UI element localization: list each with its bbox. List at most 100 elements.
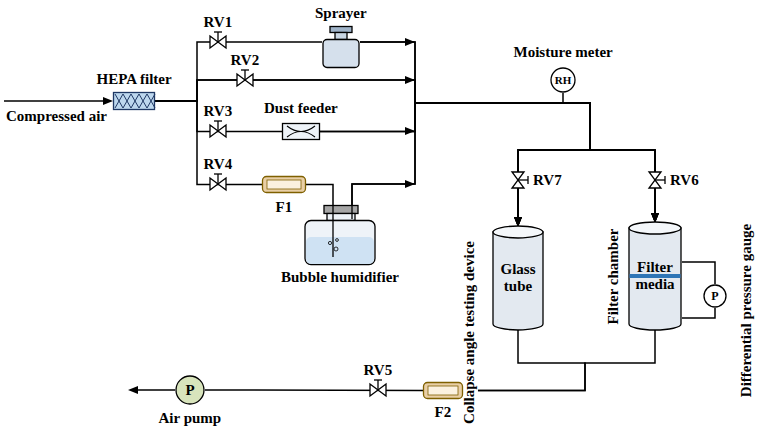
node-heading: Sprayer <box>315 5 367 22</box>
shape-outline <box>123 94 131 108</box>
valve-symbol <box>377 380 378 390</box>
pipe-connector <box>360 42 590 226</box>
valve-symbol <box>217 121 218 131</box>
valve-symbol <box>217 32 218 42</box>
node-heading: Dust feeder <box>264 100 338 117</box>
shape-outline <box>323 40 359 68</box>
shape-outline <box>322 26 360 68</box>
valve-label: RV1 <box>204 14 233 31</box>
pipe-connector <box>320 103 590 226</box>
pipe-connector <box>682 262 715 284</box>
air-pump: PAir pump <box>175 375 205 405</box>
valve-label: RV2 <box>231 52 260 69</box>
pipe-connector <box>155 42 322 101</box>
arrowhead <box>405 180 415 188</box>
meter-stem <box>562 93 564 103</box>
valve-symbol <box>214 120 222 121</box>
node-heading: Differential pressure gauge <box>738 221 755 398</box>
valve-label: RV5 <box>364 362 393 379</box>
valve-symbol <box>210 32 226 48</box>
arrowhead <box>405 127 415 135</box>
shape-outline <box>287 126 315 137</box>
arrowhead <box>405 76 415 84</box>
gauge-pipe <box>682 308 715 318</box>
valve-symbol <box>214 31 222 32</box>
node-text: P <box>175 375 205 405</box>
pipe-connector <box>155 101 282 132</box>
shape-outline <box>147 94 155 108</box>
node-heading: Moisture meter <box>514 44 613 61</box>
flow-arrows <box>4 38 715 394</box>
filter-f1: F1 <box>262 176 306 193</box>
shape-outline <box>176 376 204 404</box>
valve-label: RV3 <box>204 103 233 120</box>
pipe-connector <box>306 185 333 206</box>
shape-outline <box>629 222 681 234</box>
valve-symbol <box>210 121 226 137</box>
shape-outline <box>282 123 320 140</box>
node-text: P <box>703 284 727 308</box>
shape-outline <box>324 206 358 214</box>
shape-outline <box>131 94 139 108</box>
shape-outline <box>330 27 352 33</box>
shape-outline <box>351 205 352 219</box>
node-text: Filter media <box>628 222 682 330</box>
pipe-connector <box>155 101 262 185</box>
node-heading: F1 <box>276 199 293 216</box>
pipe-connector <box>205 389 423 391</box>
pipe-connector <box>155 80 655 222</box>
valve-label: RV6 <box>670 172 699 189</box>
shape-outline <box>267 180 301 189</box>
shape-outline <box>300 205 380 265</box>
shape-outline <box>115 94 123 108</box>
pipe-connector <box>463 330 655 391</box>
moisture-meter: Moisture meterRH <box>550 67 576 93</box>
pipe-connector <box>155 80 590 226</box>
node-text: Glass tube <box>492 226 544 330</box>
shape-outline <box>305 221 375 265</box>
filter-chamber: Filter chamberFilter media <box>628 222 682 330</box>
node-heading: F2 <box>435 404 452 421</box>
shape-outline <box>262 176 306 193</box>
node-heading: HEPA filter <box>97 71 172 88</box>
shape-outline <box>139 94 147 108</box>
valve-symbol <box>527 176 528 184</box>
pipe-connector <box>320 103 655 222</box>
valve-symbols <box>210 32 665 396</box>
pipe-connector <box>463 330 585 391</box>
glass-tube: Collapse angle testing deviceGlass tube <box>492 226 544 330</box>
arrowhead <box>103 97 113 105</box>
shape-outline <box>428 386 458 395</box>
outlet-pipe <box>136 389 175 391</box>
arrowhead <box>128 386 138 394</box>
shape-outline <box>114 93 155 110</box>
arrowhead <box>405 38 415 46</box>
valve-symbol <box>237 70 253 86</box>
node-heading: Collapse angle testing device <box>460 239 477 426</box>
pipe-connector <box>352 103 655 222</box>
sprayer-bottle: Sprayer <box>322 26 360 68</box>
shape-outline <box>327 214 355 221</box>
valve-symbol <box>217 174 218 184</box>
shape-outline <box>334 247 338 251</box>
valve-label: RV4 <box>204 156 233 173</box>
shape-outline <box>263 177 306 193</box>
shape-outline <box>335 33 347 40</box>
shape-outline <box>423 382 463 399</box>
valve-symbol <box>518 179 528 180</box>
node-heading: Air pump <box>159 410 222 427</box>
valve-symbol <box>244 70 245 80</box>
shape-outline <box>336 239 339 242</box>
bubble-humidifier: Bubble humidifier <box>300 205 380 265</box>
valve-symbol <box>374 379 382 380</box>
valve-label: RV7 <box>533 172 562 189</box>
node-heading: Filter chamber <box>605 226 622 326</box>
valve-symbol <box>649 172 665 188</box>
shape-outline <box>424 383 463 399</box>
valve-symbol <box>655 179 665 180</box>
pipe-connector <box>352 103 590 226</box>
hepa-filter: HEPA filter <box>113 92 155 110</box>
shape-outline <box>306 237 374 264</box>
node-text: RH <box>550 67 576 93</box>
shape-outline <box>493 226 543 238</box>
